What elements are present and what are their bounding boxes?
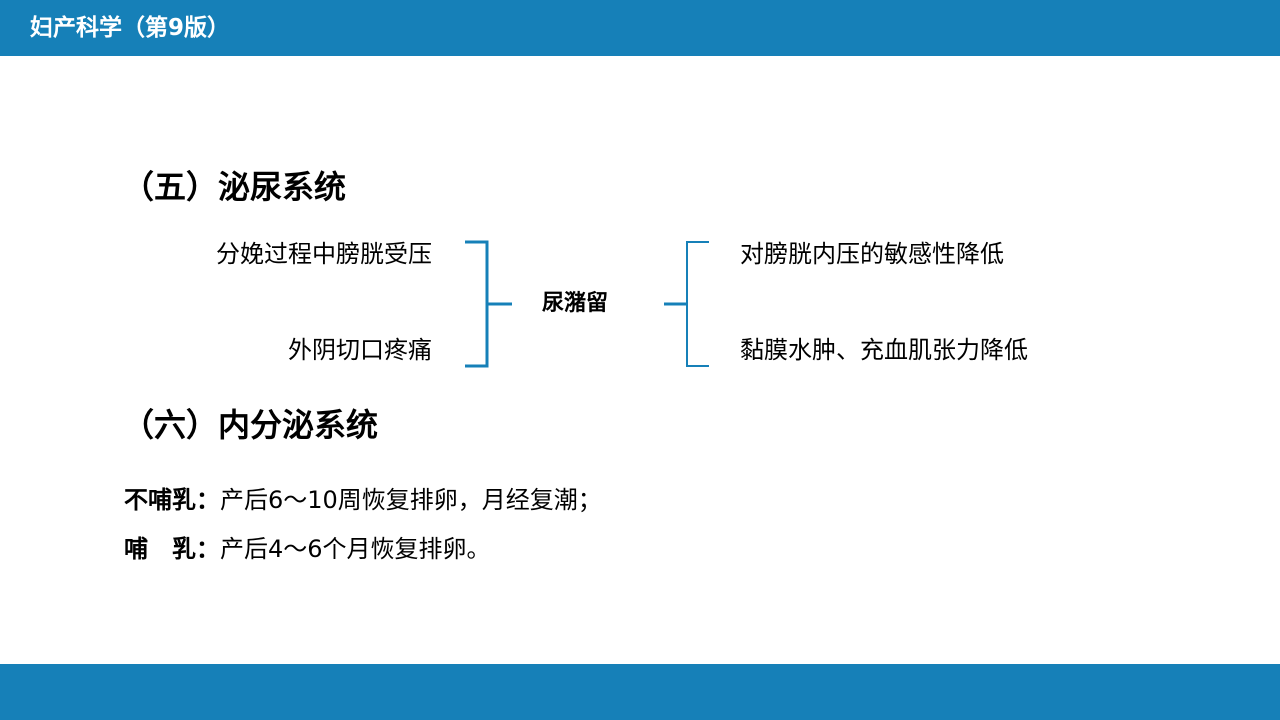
footer-bar (0, 664, 1280, 720)
effect-mucosal-edema: 黏膜水肿、充血肌张力降低 (740, 336, 1028, 364)
header-bar: 妇产科学（第9版） (0, 0, 1280, 56)
urinary-system-heading: （五）泌尿系统 (122, 168, 347, 206)
cause-perineal-pain: 外阴切口疼痛 (288, 336, 432, 364)
cause-bladder-compression: 分娩过程中膀胱受压 (216, 240, 432, 268)
endocrine-system-heading: （六）内分泌系统 (122, 406, 379, 444)
non-breastfeeding-text: 产后6～10周恢复排卵，月经复潮； (220, 486, 602, 514)
breastfeeding-text: 产后4～6个月恢复排卵。 (220, 535, 491, 563)
right-bracket (686, 241, 709, 367)
breastfeeding-label: 哺 乳： (124, 535, 220, 563)
effect-reduced-sensitivity: 对膀胱内压的敏感性降低 (740, 240, 1004, 268)
breastfeeding-line: 哺 乳：产后4～6个月恢复排卵。 (124, 533, 491, 565)
header-title: 妇产科学（第9版） (30, 15, 231, 41)
non-breastfeeding-line: 不哺乳：产后6～10周恢复排卵，月经复潮； (124, 484, 602, 516)
left-bracket (465, 240, 489, 368)
urinary-retention-label: 尿潴留 (542, 291, 609, 316)
non-breastfeeding-label: 不哺乳： (124, 486, 220, 514)
